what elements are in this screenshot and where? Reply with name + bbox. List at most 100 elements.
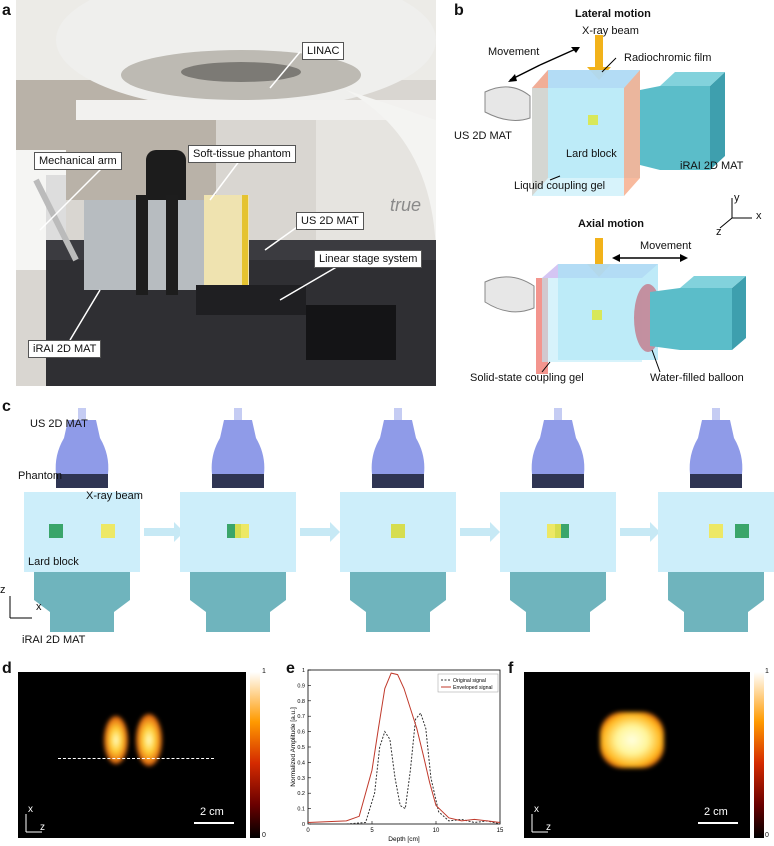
series-line-2 bbox=[307, 672, 501, 823]
lard-block bbox=[49, 524, 63, 538]
d-axis-x: x bbox=[28, 804, 33, 815]
legend-box bbox=[437, 673, 499, 693]
xray-beam-spot bbox=[101, 524, 115, 538]
d-dashed-line bbox=[58, 758, 214, 759]
y-axis-label: Normalized Amplitude [a.u.] bbox=[290, 707, 297, 787]
d-scale-label: 2 cm bbox=[200, 806, 224, 818]
y-tick-label: 0.7 bbox=[297, 714, 305, 720]
panel-label-b: b bbox=[454, 2, 464, 19]
b-liquid-gel-label: Liquid coupling gel bbox=[514, 180, 606, 192]
irai-transducer bbox=[510, 572, 606, 632]
c-lard-label: Lard block bbox=[28, 556, 79, 568]
b-us-label-top: US 2D MAT bbox=[454, 130, 512, 142]
flow-arrow-shaft bbox=[620, 528, 650, 536]
flow-arrow-shaft bbox=[300, 528, 330, 536]
b-axis-x: x bbox=[756, 210, 762, 222]
d-cbar-top: 1 bbox=[262, 668, 266, 675]
d-cbar-bottom: 0 bbox=[262, 832, 266, 839]
f-axis-z: z bbox=[546, 822, 551, 833]
y-tick-label: 0.1 bbox=[297, 807, 305, 813]
y-tick-label: 0.5 bbox=[297, 745, 305, 751]
callout-linear-stage: Linear stage system bbox=[314, 250, 423, 268]
callout-irai-mat: iRAI 2D MAT bbox=[28, 340, 102, 358]
f-cbar-bottom: 0 bbox=[765, 832, 769, 839]
f-axis-x: x bbox=[534, 804, 539, 815]
b-lard-label: Lard block bbox=[566, 148, 617, 160]
panel-label-d: d bbox=[2, 660, 12, 677]
legend-label: Original signal bbox=[453, 678, 486, 684]
flow-arrow-shaft bbox=[144, 528, 174, 536]
flow-arrow-head bbox=[490, 522, 500, 542]
legend-label: Enveloped signal bbox=[453, 685, 493, 691]
f-cbar-top: 1 bbox=[765, 668, 769, 675]
callout-us-mat: US 2D MAT bbox=[296, 212, 364, 230]
us-probe-base bbox=[532, 474, 584, 488]
panel-f-image: 2 cm x z bbox=[524, 672, 750, 838]
y-tick-label: 0.9 bbox=[297, 683, 305, 689]
b-film-label: Radiochromic film bbox=[624, 52, 712, 64]
callout-mechanical-arm: Mechanical arm bbox=[34, 152, 122, 170]
phantom-block bbox=[24, 492, 140, 572]
flow-arrow-shaft bbox=[460, 528, 490, 536]
xray-beam-spot bbox=[547, 524, 561, 538]
photo-panel-a bbox=[16, 0, 436, 386]
series-line-1 bbox=[308, 712, 501, 825]
d-blob-right bbox=[136, 714, 162, 766]
x-tick-label: 10 bbox=[433, 828, 440, 834]
d-axes bbox=[25, 814, 42, 833]
y-tick-label: 1 bbox=[302, 668, 305, 674]
panel-label-e: e bbox=[286, 660, 295, 677]
us-probe bbox=[689, 420, 743, 474]
b-axis-y: y bbox=[734, 192, 740, 204]
lateral-setup bbox=[484, 35, 725, 196]
axial-setup bbox=[484, 238, 746, 374]
flow-arrow-head bbox=[330, 522, 340, 542]
callout-linac: LINAC bbox=[302, 42, 345, 60]
y-tick-label: 0.8 bbox=[297, 699, 305, 705]
us-probe-tip bbox=[78, 408, 86, 420]
c-us-label: US 2D MAT bbox=[30, 418, 88, 430]
lard-block bbox=[735, 524, 749, 538]
xray-beam-spot bbox=[709, 524, 723, 538]
f-scale-label: 2 cm bbox=[704, 806, 728, 818]
b-axis-z: z bbox=[716, 226, 722, 238]
us-probe bbox=[371, 420, 425, 474]
us-probe bbox=[211, 420, 265, 474]
x-tick-label: 0 bbox=[306, 828, 310, 834]
xray-beam-spot bbox=[391, 524, 405, 538]
y-tick-label: 0.6 bbox=[297, 730, 305, 736]
y-tick-label: 0.2 bbox=[297, 791, 305, 797]
plot-frame bbox=[307, 669, 501, 825]
lateral-motion-title: Lateral motion bbox=[575, 8, 651, 20]
panel-b-schematic bbox=[484, 35, 752, 374]
y-tick-label: 0.3 bbox=[297, 776, 305, 782]
axes-xyz bbox=[719, 198, 752, 229]
d-axis-z: z bbox=[40, 822, 45, 833]
us-probe-base bbox=[690, 474, 742, 488]
y-tick-label: 0.4 bbox=[297, 760, 305, 766]
f-blob bbox=[600, 712, 664, 768]
photo-illustration bbox=[16, 0, 436, 386]
callout-lines bbox=[39, 51, 341, 341]
f-scale-bar bbox=[698, 822, 738, 824]
panel-label-f: f bbox=[508, 660, 514, 677]
x-axis-label: Depth [cm] bbox=[388, 836, 420, 843]
flow-arrow-head bbox=[650, 522, 660, 542]
panel-label-a: a bbox=[2, 2, 11, 19]
irai-transducer bbox=[668, 572, 764, 632]
c-axis-x: x bbox=[36, 601, 42, 613]
irai-transducer bbox=[34, 572, 130, 632]
x-tick-label: 5 bbox=[370, 828, 374, 834]
panel-c-sequence bbox=[9, 408, 774, 632]
panel-d-image: 2 cm x z bbox=[18, 672, 246, 838]
b-xray-label-top: X-ray beam bbox=[582, 25, 639, 37]
us-probe-tip bbox=[234, 408, 242, 420]
flow-arrow-head bbox=[174, 522, 184, 542]
us-probe bbox=[531, 420, 585, 474]
us-probe-tip bbox=[394, 408, 402, 420]
axial-motion-title: Axial motion bbox=[578, 218, 645, 230]
c-axis-z: z bbox=[0, 584, 6, 596]
us-probe-tip bbox=[712, 408, 720, 420]
irai-transducer bbox=[350, 572, 446, 632]
